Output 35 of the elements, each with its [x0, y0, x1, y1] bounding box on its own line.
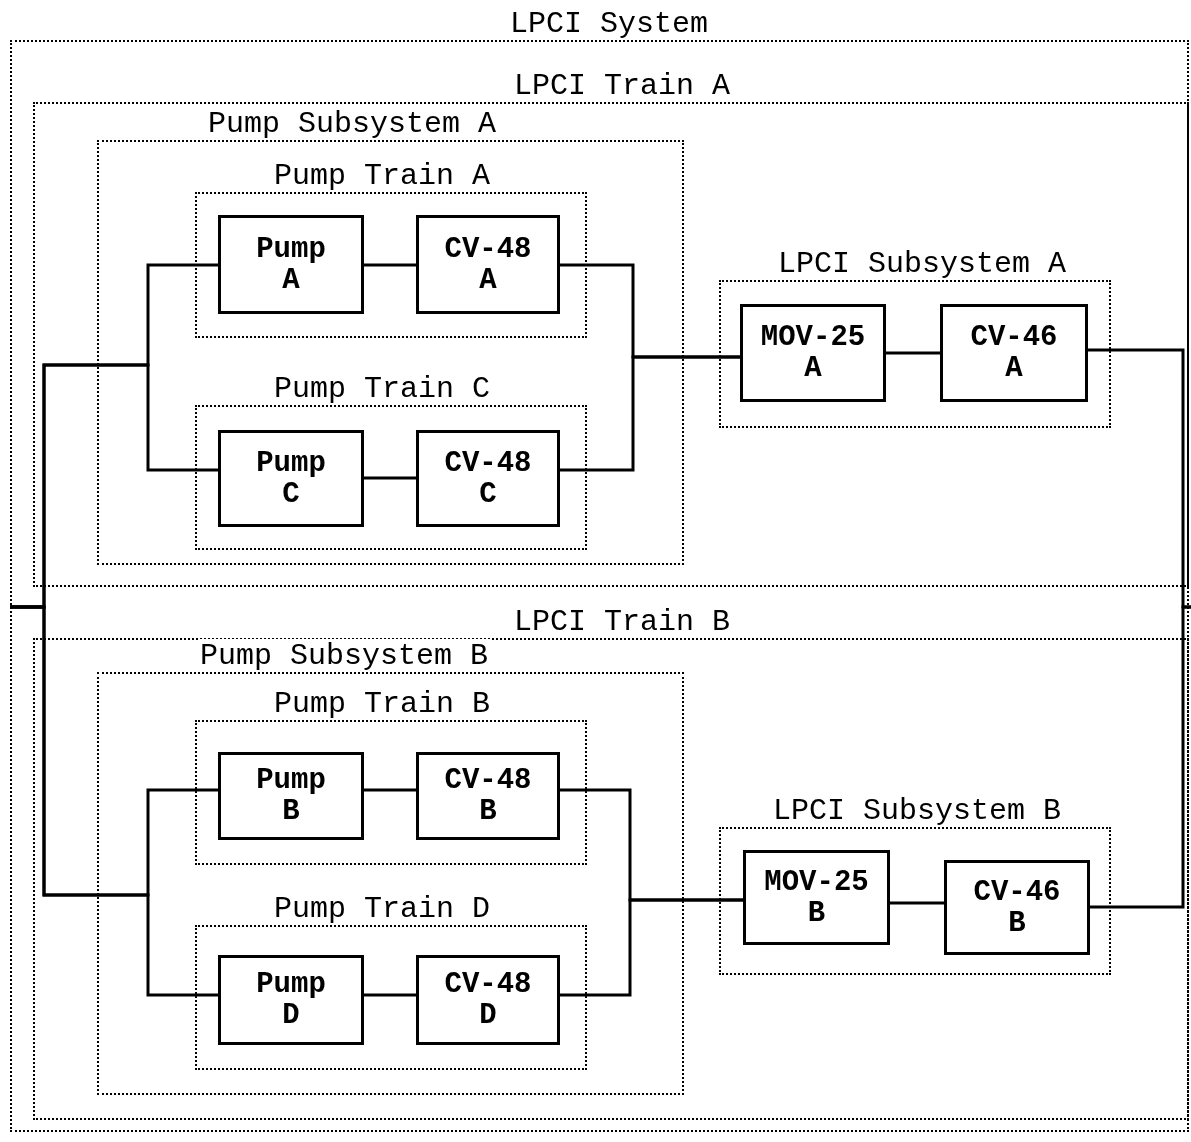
group-title: Pump Subsystem B: [198, 639, 490, 669]
component-box: [218, 430, 364, 527]
connector-line: [886, 351, 940, 355]
component-box: [940, 304, 1088, 402]
component-box: [218, 215, 364, 314]
component-box: [944, 860, 1090, 955]
component-label: CV-46 A: [969, 322, 1059, 384]
component-box: [416, 215, 560, 314]
component-label: CV-48 B: [443, 765, 533, 827]
component-box: [416, 955, 560, 1045]
component-label: MOV-25 B: [763, 866, 870, 929]
connector-line: [364, 993, 416, 997]
component-box: [740, 304, 886, 402]
connector-line: [364, 476, 416, 480]
component-box: [218, 955, 364, 1045]
connector-line: [560, 355, 740, 472]
component-box: [416, 752, 560, 840]
component-label: Pump C: [255, 447, 327, 510]
component-label: Pump A: [255, 233, 327, 296]
component-label: CV-48 A: [443, 233, 533, 296]
component-box: [218, 752, 364, 840]
component-label: Pump B: [255, 765, 327, 827]
connector-line: [890, 901, 944, 905]
connector-line: [10, 605, 218, 997]
component-label: CV-48 D: [443, 969, 533, 1031]
component-label: CV-46 B: [972, 876, 1062, 939]
component-box: [743, 850, 890, 945]
component-label: MOV-25 A: [759, 322, 867, 384]
connector-line: [1090, 605, 1191, 909]
connector-line: [364, 788, 416, 792]
component-label: Pump D: [255, 969, 327, 1031]
component-label: CV-48 C: [443, 447, 533, 510]
component-box: [416, 430, 560, 527]
connector-line: [560, 898, 743, 997]
connector-line: [364, 263, 416, 267]
